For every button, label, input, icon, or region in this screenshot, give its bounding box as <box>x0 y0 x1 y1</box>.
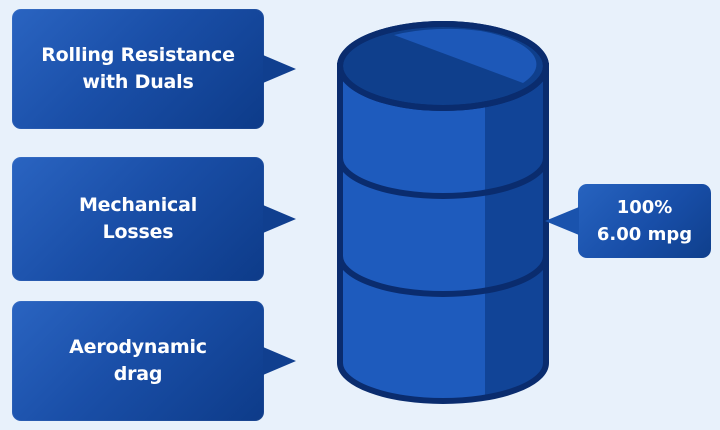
output-mpg: 6.00 mpg <box>596 224 693 245</box>
callout-mechanical-losses-line1: Mechanical <box>78 194 198 216</box>
callout-aerodynamic-drag-text: Aerodynamic drag <box>12 334 264 388</box>
callout-mechanical-losses-line2: Losses <box>102 221 174 243</box>
fuel-barrel-icon <box>337 21 549 404</box>
callout-aerodynamic-drag: Aerodynamic drag <box>12 301 264 421</box>
callout-rolling-resistance-line2: with Duals <box>82 71 194 93</box>
output-efficiency-text: 100% 6.00 mpg <box>578 194 711 248</box>
callout-rolling-resistance-text: Rolling Resistance with Duals <box>12 42 264 96</box>
output-percent: 100% <box>616 197 673 218</box>
callout-rolling-resistance-line1: Rolling Resistance <box>41 44 235 66</box>
barrel-body <box>337 63 549 404</box>
barrel-hoop-lower <box>337 255 549 297</box>
output-efficiency-box: 100% 6.00 mpg <box>578 184 711 258</box>
callout-aerodynamic-drag-line1: Aerodynamic <box>69 336 207 358</box>
barrel-top-lid <box>337 21 549 111</box>
callout-aerodynamic-drag-line2: drag <box>113 363 163 385</box>
barrel-hoop-upper <box>337 157 549 199</box>
callout-mechanical-losses-text: Mechanical Losses <box>12 192 264 246</box>
callout-rolling-resistance: Rolling Resistance with Duals <box>12 9 264 129</box>
callout-mechanical-losses: Mechanical Losses <box>12 157 264 281</box>
